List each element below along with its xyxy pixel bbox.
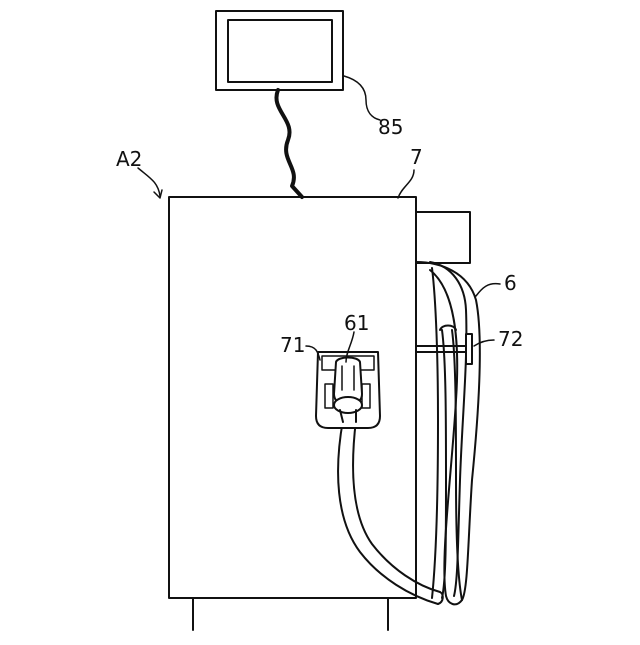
display-cable [276,90,302,197]
label-72: 72 [498,327,523,351]
leader-7 [398,170,414,198]
label-61: 61 [344,311,369,335]
nozzle-grip [334,397,362,413]
label-85: 85 [378,115,403,139]
label-6: 6 [504,271,517,295]
label-71: 71 [280,333,305,357]
hook-plate [466,334,472,364]
leader-72 [474,340,494,346]
cable-back-strand [432,268,438,598]
leader-85 [344,76,380,120]
leader-A2 [138,168,160,196]
leader-A2-arrow [154,190,162,198]
label-7: 7 [410,145,423,169]
side-box [416,212,470,263]
display-screen [228,20,332,82]
base-foot [193,598,388,630]
hose-end-cap [438,592,443,604]
leader-6 [476,284,500,296]
cable-loop-outer [416,262,480,604]
label-A2: A2 [116,147,142,171]
